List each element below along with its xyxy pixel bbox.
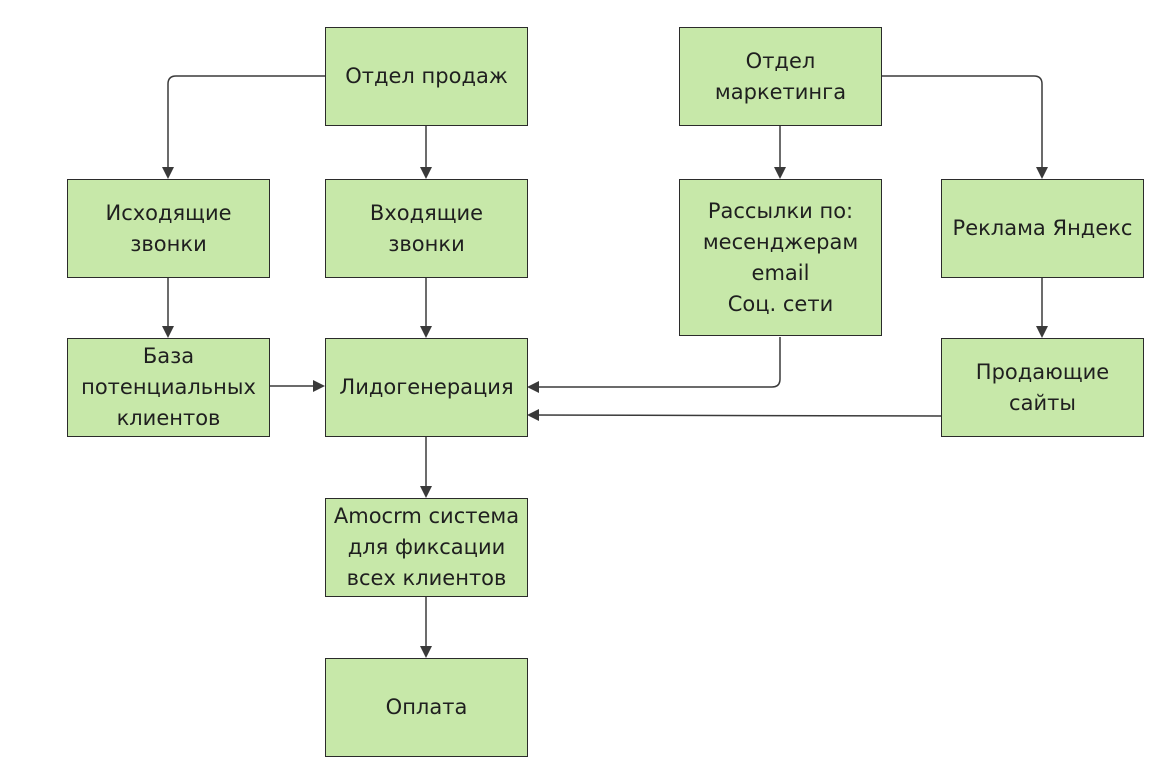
node-label: звонки bbox=[388, 231, 465, 256]
node-label: клиентов bbox=[116, 406, 221, 430]
node-label: всех клиентов bbox=[346, 566, 507, 590]
node-mailings: Рассылки по: месенджерам email Соц. сети bbox=[679, 179, 882, 336]
node-yandex-ads: Реклама Яндекс bbox=[941, 179, 1144, 278]
node-label: Реклама Яндекс bbox=[952, 216, 1133, 240]
node-marketing-department: Отдел маркетинга bbox=[679, 27, 882, 126]
edge-mailings-to-leadgen bbox=[527, 337, 781, 393]
node-label: потенциальных bbox=[81, 375, 256, 399]
node-label: Соц. сети bbox=[727, 291, 834, 316]
node-label: Отдел bbox=[745, 48, 816, 73]
node-label: Оплата bbox=[385, 695, 468, 719]
node-label: Отдел продаж bbox=[345, 64, 508, 88]
node-label: маркетинга bbox=[714, 79, 847, 104]
node-label: Продающие bbox=[975, 359, 1110, 384]
node-outgoing-calls: Исходящие звонки bbox=[67, 179, 270, 278]
edge-marketing-to-yandex bbox=[882, 75, 1048, 179]
node-label: Лидогенерация bbox=[339, 375, 514, 399]
node-lead-generation: Лидогенерация bbox=[325, 338, 528, 437]
node-potential-clients-base: База потенциальных клиентов bbox=[67, 338, 270, 437]
node-sales-department: Отдел продаж bbox=[325, 27, 528, 126]
edge-sites-to-leadgen bbox=[527, 409, 942, 422]
node-amocrm-system: Amocrm система для фиксации всех клиенто… bbox=[325, 498, 528, 597]
node-label: База bbox=[142, 344, 195, 368]
node-incoming-calls: Входящие звонки bbox=[325, 179, 528, 278]
node-label: сайты bbox=[1009, 390, 1076, 415]
node-label: email bbox=[751, 260, 810, 285]
node-label: Рассылки по: bbox=[707, 198, 854, 223]
node-payment: Оплата bbox=[325, 658, 528, 757]
node-label: звонки bbox=[130, 231, 207, 256]
node-label: Входящие bbox=[369, 200, 484, 225]
edge-sales-to-outgoing bbox=[162, 75, 325, 179]
node-label: месенджерам bbox=[702, 229, 859, 254]
node-selling-sites: Продающие сайты bbox=[941, 338, 1144, 437]
node-label: Исходящие bbox=[105, 200, 232, 225]
node-label: Amocrm система bbox=[333, 504, 520, 528]
node-label: для фиксации bbox=[347, 535, 506, 559]
